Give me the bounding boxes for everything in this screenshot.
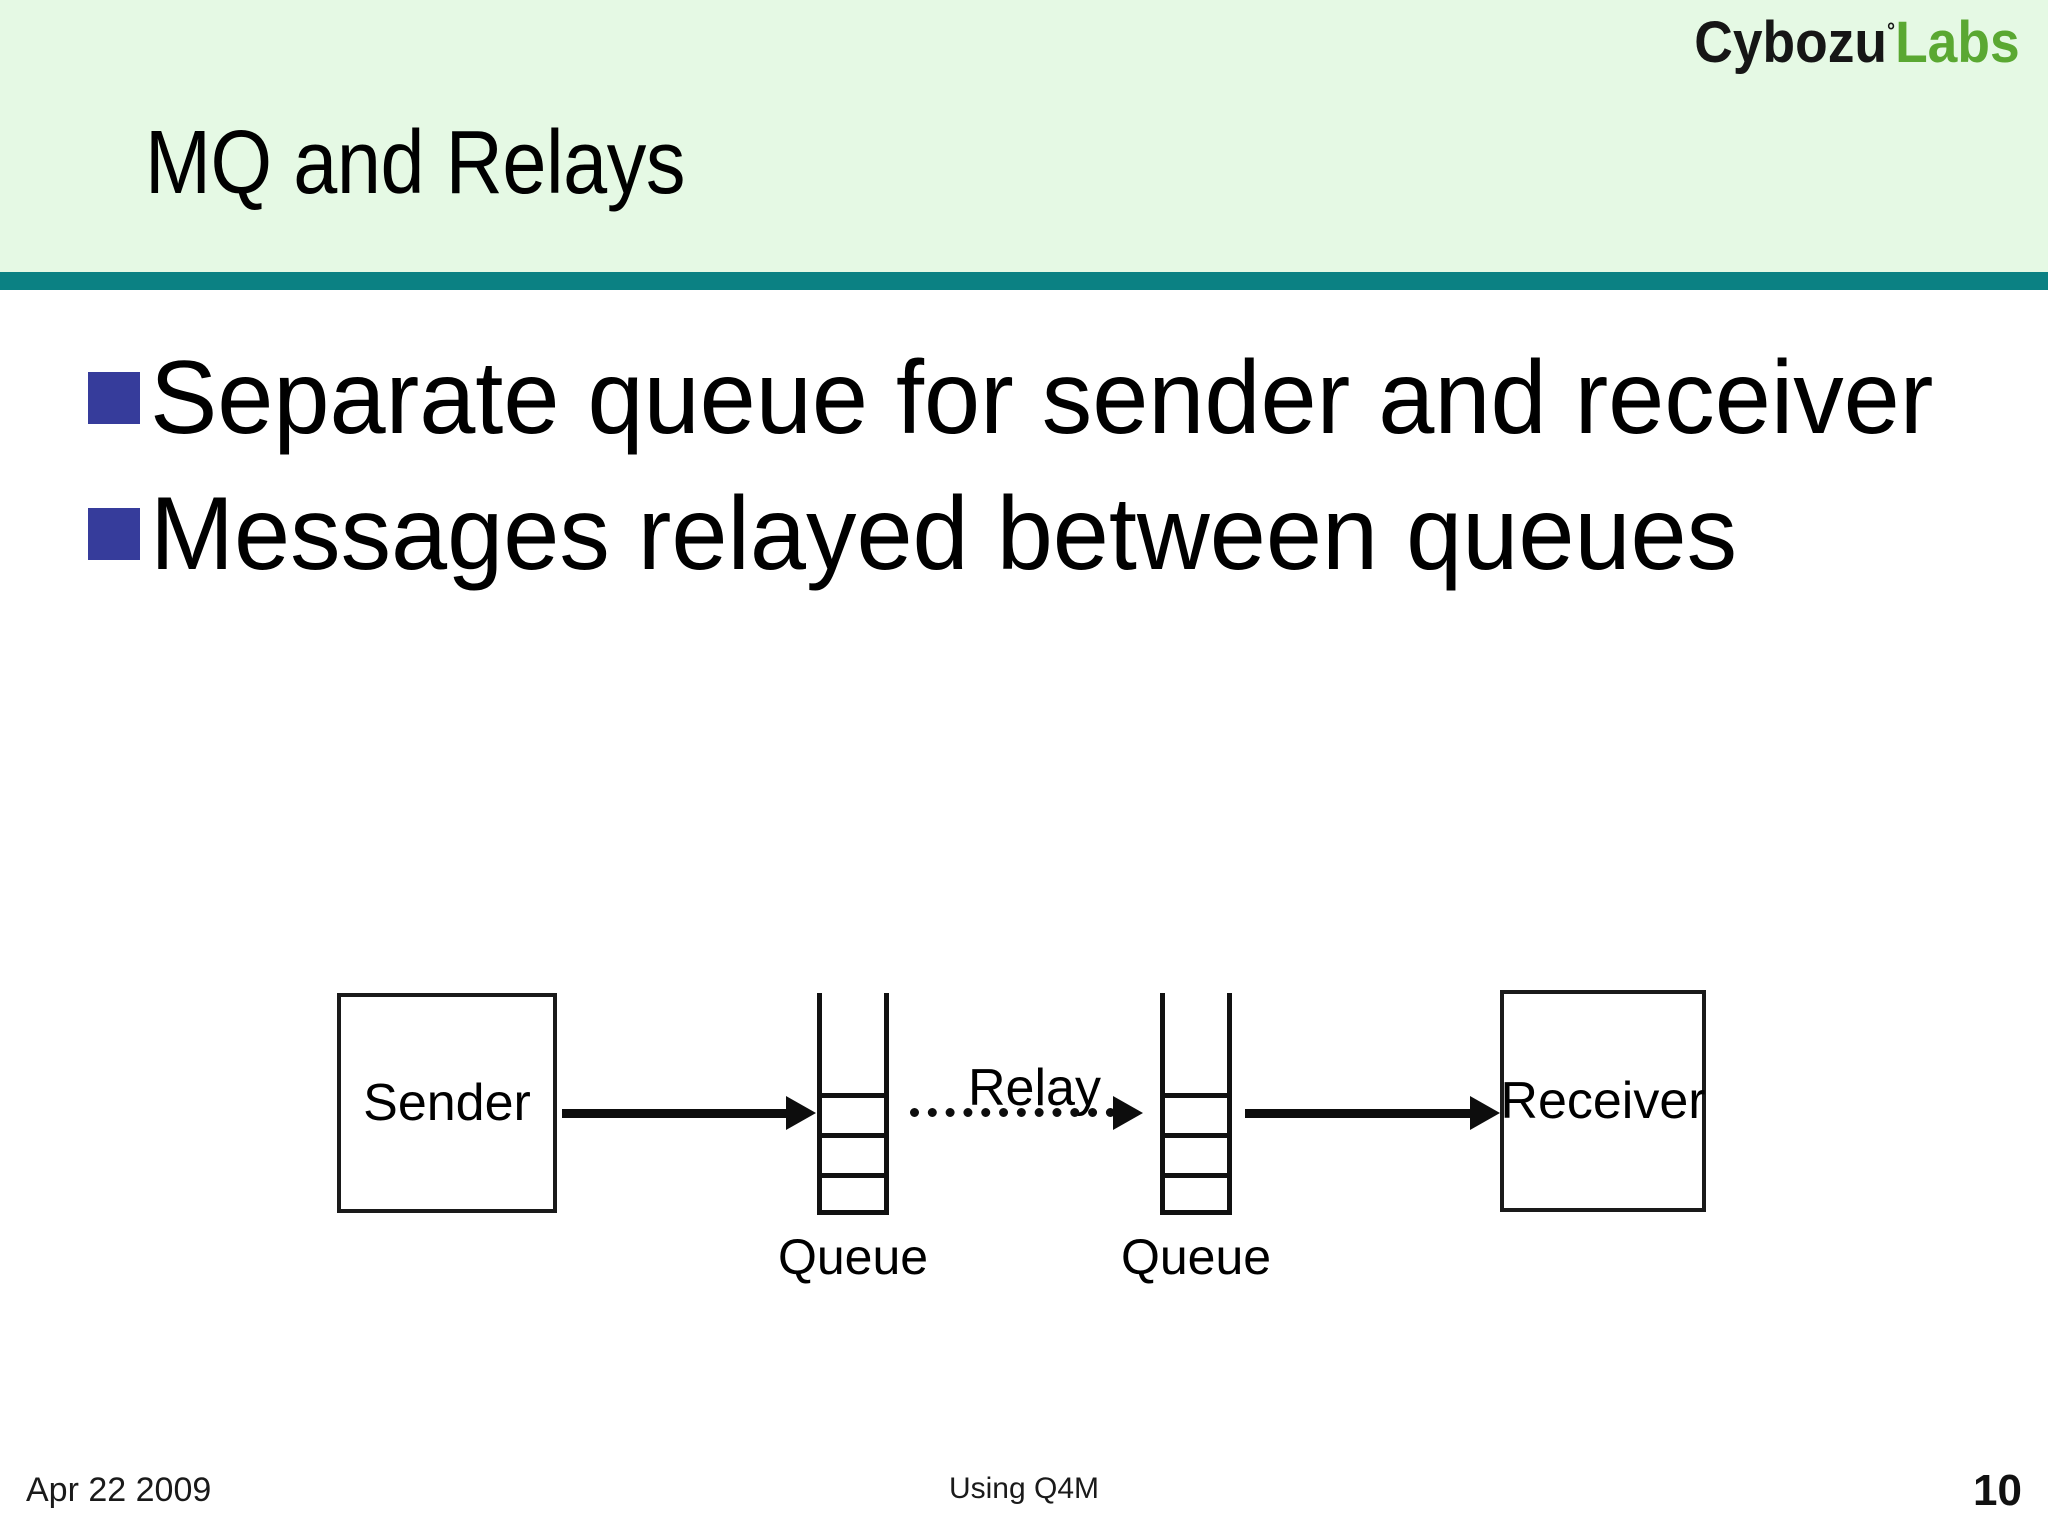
sender-label: Sender [363,1074,531,1132]
arrow-relay-head [1113,1096,1143,1130]
registered-mark-icon: ° [1887,18,1896,43]
sender-node: Sender [337,993,557,1213]
queue-left-divider [817,1093,889,1098]
queue-left [817,993,889,1215]
arrow-sender-to-queue-head [786,1096,816,1130]
bullet-text: Messages relayed between queues [150,476,1738,593]
cybozu-labs-logo: Cybozu°Labs [1695,14,2020,72]
bullet-list: Separate queue for sender and receiver M… [88,340,2028,613]
queue-right [1160,993,1232,1215]
queue-right-divider [1160,1093,1232,1098]
queue-left-caption: Queue [777,1229,929,1285]
header-divider-rule [0,272,2048,290]
header-band [0,0,2048,272]
queue-right-divider [1160,1173,1232,1178]
brand-name-dark: Cybozu [1694,10,1888,75]
receiver-node: Receiver [1500,990,1706,1212]
footer-deck-title: Using Q4M [948,1472,1100,1505]
arrow-relay-dotted [910,1108,1115,1117]
footer-page-number: 10 [1973,1466,2022,1515]
square-bullet-icon [88,508,140,561]
arrow-queue-to-receiver-head [1470,1096,1500,1130]
square-bullet-icon [88,372,140,424]
arrow-queue-to-receiver [1245,1109,1471,1118]
page-title: MQ and Relays [145,113,686,213]
relay-label: Relay [968,1059,1101,1117]
footer-date: Apr 22 2009 [26,1471,212,1509]
queue-right-caption: Queue [1120,1229,1272,1285]
arrow-sender-to-queue [562,1109,787,1118]
receiver-label: Receiver [1500,1072,1706,1130]
queue-left-divider [817,1173,889,1178]
queue-left-divider [817,1133,889,1138]
list-item: Messages relayed between queues [88,476,2028,592]
list-item: Separate queue for sender and receiver [88,340,2028,456]
brand-name-green: Labs [1895,10,2020,75]
queue-right-divider [1160,1133,1232,1138]
mq-relay-diagram: Sender Queue Relay Queue Receiver [0,960,2048,1340]
bullet-text: Separate queue for sender and receiver [150,340,1934,456]
